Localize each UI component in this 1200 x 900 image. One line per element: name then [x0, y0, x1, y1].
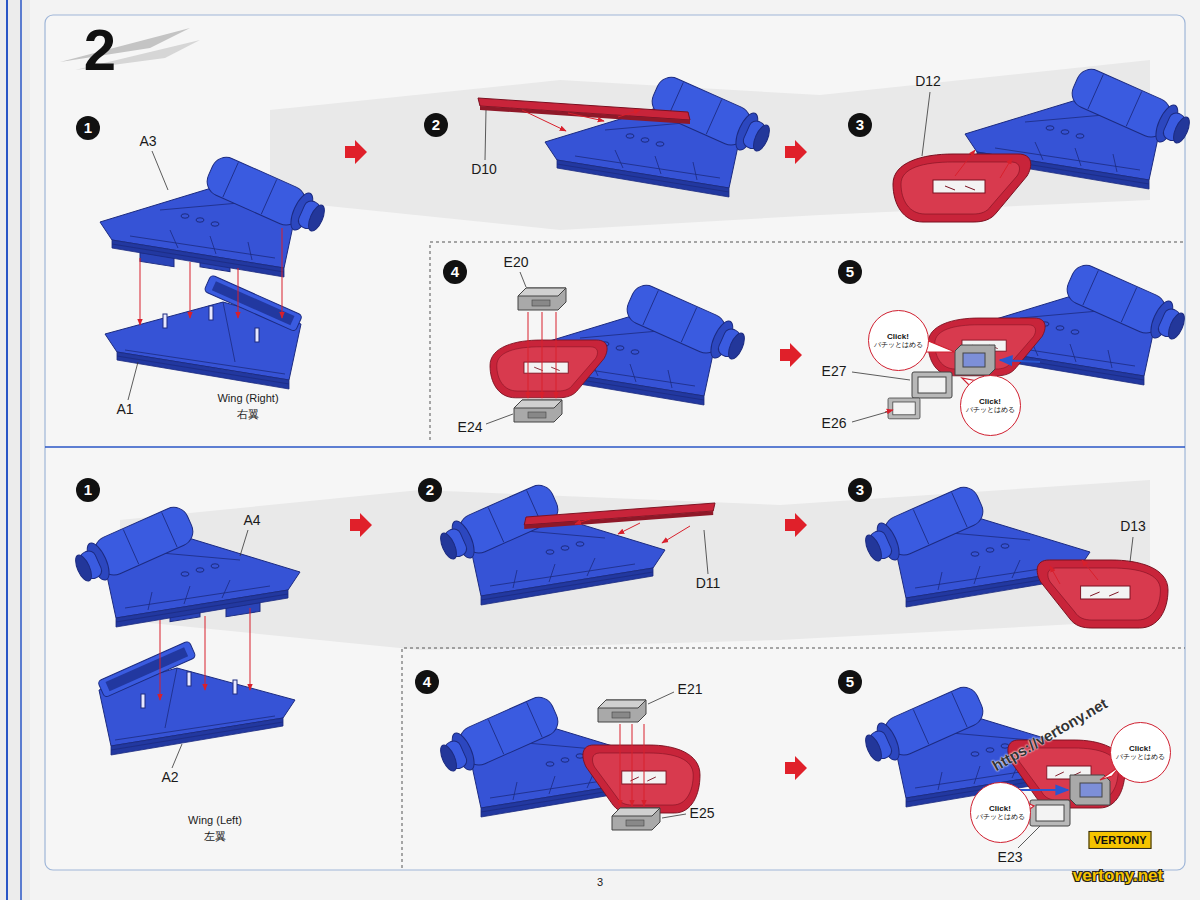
- callout-text: Click!: [1129, 744, 1151, 753]
- callout-text: Click!: [979, 397, 1001, 406]
- step-heading: 2: [84, 18, 116, 82]
- part-number: D11: [696, 576, 721, 591]
- part-number: A4: [243, 513, 260, 528]
- callout-text: Click!: [887, 332, 909, 341]
- part-number: E26: [822, 416, 847, 431]
- callout-text: Click!: [989, 804, 1011, 813]
- part-number: E24: [458, 420, 483, 435]
- step-number: 3: [856, 117, 864, 134]
- part-number: A2: [161, 770, 178, 785]
- click-callout: Click!パチッとはめる: [868, 310, 929, 371]
- step-number: 5: [846, 674, 854, 691]
- step-number: 5: [846, 264, 854, 281]
- page-number: 3: [597, 876, 603, 888]
- callout-text: パチッとはめる: [966, 406, 1015, 413]
- callout-text: パチッとはめる: [976, 813, 1025, 820]
- watermark-logo: VERTONY: [1089, 831, 1152, 849]
- step-number: 2: [432, 117, 440, 134]
- part-number: E27: [822, 364, 847, 379]
- part-number: A1: [116, 402, 133, 417]
- wing-caption: Wing (Right): [217, 392, 278, 404]
- click-callout: Click!パチッとはめる: [970, 782, 1031, 843]
- step-number: 2: [426, 482, 434, 499]
- step-number: 4: [451, 264, 459, 281]
- callout-text: パチッとはめる: [874, 341, 923, 348]
- part-number: E25: [690, 806, 715, 821]
- step-number: 3: [856, 482, 864, 499]
- wing-caption: Wing (Left): [188, 814, 242, 826]
- part-number: E23: [998, 850, 1023, 865]
- part-number: D10: [471, 162, 497, 177]
- step-number: 1: [84, 482, 92, 499]
- part-number: A3: [139, 134, 156, 149]
- click-callout: Click!パチッとはめる: [1110, 722, 1171, 783]
- step-number: 4: [423, 674, 431, 691]
- part-number: E21: [678, 682, 703, 697]
- wing-caption: 右翼: [237, 408, 259, 420]
- wing-caption: 左翼: [204, 830, 226, 842]
- part-number: D13: [1120, 519, 1146, 534]
- part-number: D12: [915, 74, 941, 89]
- callout-text: パチッとはめる: [1116, 753, 1165, 760]
- step-number: 1: [84, 120, 92, 137]
- click-callout: Click!パチッとはめる: [960, 375, 1021, 436]
- part-number: E20: [504, 255, 529, 270]
- watermark: vertony.net: [1073, 867, 1163, 886]
